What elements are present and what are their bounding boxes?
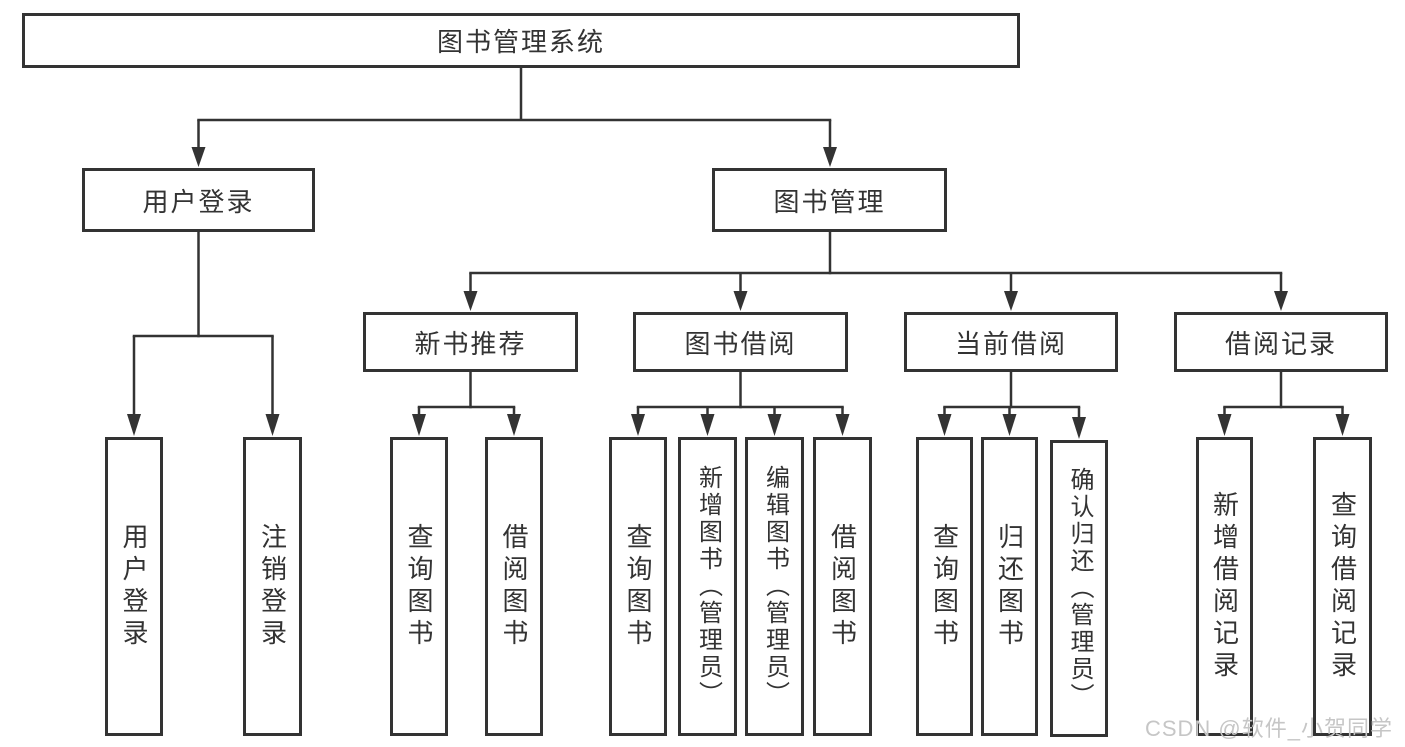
leaf-add-books-admin: 新增图书（管理员） bbox=[678, 437, 737, 736]
leaf-label: 用户登录 bbox=[119, 522, 149, 651]
arrowhead bbox=[127, 414, 141, 436]
leaf-query-books-borrow: 查询图书 bbox=[609, 437, 667, 736]
leaf-label: 确认归还（管理员） bbox=[1066, 467, 1093, 710]
arrowhead bbox=[463, 291, 478, 311]
node-current-borrow: 当前借阅 bbox=[904, 312, 1118, 372]
leaf-label: 查询借阅记录 bbox=[1327, 490, 1358, 683]
leaf-label: 新增借阅记录 bbox=[1209, 490, 1240, 683]
connector-book-mgmt-to-sections bbox=[463, 232, 1288, 311]
arrowhead bbox=[1274, 291, 1288, 311]
node-borrow-record: 借阅记录 bbox=[1174, 312, 1388, 372]
leaf-label: 查询图书 bbox=[929, 522, 960, 651]
arrowhead bbox=[412, 414, 426, 436]
leaf-query-borrow-record: 查询借阅记录 bbox=[1313, 437, 1372, 736]
leaf-add-borrow-record: 新增借阅记录 bbox=[1196, 437, 1253, 736]
leaf-label: 借阅图书 bbox=[827, 522, 858, 651]
connector-new-book-to-leaves bbox=[412, 372, 521, 436]
leaf-label: 注销登录 bbox=[257, 522, 288, 651]
arrowhead bbox=[733, 291, 748, 311]
arrowhead bbox=[1002, 414, 1017, 436]
leaf-label: 新增图书（管理员） bbox=[694, 465, 722, 708]
leaf-borrow-books: 借阅图书 bbox=[813, 437, 872, 736]
node-book-management: 图书管理 bbox=[712, 168, 947, 232]
arrowhead bbox=[835, 414, 850, 436]
leaf-user-login: 用户登录 bbox=[105, 437, 163, 736]
arrowhead bbox=[1072, 417, 1086, 439]
leaf-confirm-return-admin: 确认归还（管理员） bbox=[1050, 440, 1108, 737]
arrowhead bbox=[507, 414, 521, 436]
node-user-login: 用户登录 bbox=[82, 168, 315, 232]
arrowhead bbox=[265, 414, 280, 436]
leaf-label: 查询图书 bbox=[623, 522, 653, 651]
leaf-label: 借阅图书 bbox=[499, 522, 529, 651]
connector-current-borrow-to-leaves bbox=[937, 372, 1086, 439]
connector-user-login-to-leaves bbox=[127, 232, 280, 436]
arrowhead bbox=[823, 147, 837, 167]
arrowhead bbox=[700, 414, 715, 436]
leaf-return-books: 归还图书 bbox=[981, 437, 1038, 736]
connector-book-borrow-to-leaves bbox=[631, 372, 850, 436]
watermark-text: CSDN @软件_小贺同学 bbox=[1144, 716, 1393, 741]
node-root-library-system: 图书管理系统 bbox=[22, 13, 1020, 68]
leaf-label: 编辑图书（管理员） bbox=[761, 465, 789, 708]
leaf-logout: 注销登录 bbox=[243, 437, 302, 736]
leaf-query-books-newbook: 查询图书 bbox=[390, 437, 448, 736]
arrowhead bbox=[937, 414, 952, 436]
arrowhead bbox=[1004, 291, 1018, 311]
leaf-query-books-current: 查询图书 bbox=[916, 437, 973, 736]
arrowhead bbox=[1335, 414, 1350, 436]
leaf-label: 归还图书 bbox=[994, 522, 1025, 651]
node-book-borrow: 图书借阅 bbox=[633, 312, 848, 372]
connector-borrow-record-to-leaves bbox=[1217, 372, 1350, 436]
leaf-borrow-books-newbook: 借阅图书 bbox=[485, 437, 543, 736]
arrowhead bbox=[767, 414, 782, 436]
leaf-edit-books-admin: 编辑图书（管理员） bbox=[745, 437, 804, 736]
leaf-label: 查询图书 bbox=[404, 522, 434, 651]
arrowhead bbox=[1217, 414, 1232, 436]
node-new-book-recommend: 新书推荐 bbox=[363, 312, 578, 372]
arrowhead bbox=[191, 147, 206, 167]
arrowhead bbox=[631, 414, 645, 436]
connector-root-to-branches bbox=[191, 68, 837, 167]
